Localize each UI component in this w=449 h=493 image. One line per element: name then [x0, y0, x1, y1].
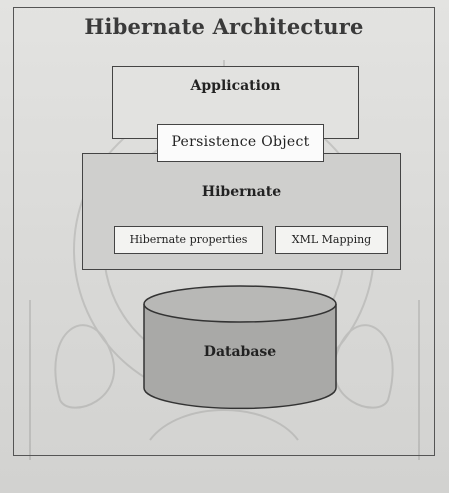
xml-mapping-box: XML Mapping — [275, 226, 388, 254]
hibernate-properties-label: Hibernate properties — [129, 233, 248, 246]
diagram-frame — [13, 7, 435, 456]
hibernate-label: Hibernate — [201, 184, 282, 200]
hibernate-properties-box: Hibernate properties — [114, 226, 263, 254]
persistence-object-label: Persistence Object — [171, 134, 310, 150]
diagram-title: Hibernate Architecture — [84, 14, 364, 39]
database-label: Database — [203, 344, 277, 360]
xml-mapping-label: XML Mapping — [291, 233, 372, 246]
application-label: Application — [190, 78, 281, 94]
persistence-object-box: Persistence Object — [157, 124, 324, 162]
database-cylinder — [143, 285, 337, 410]
